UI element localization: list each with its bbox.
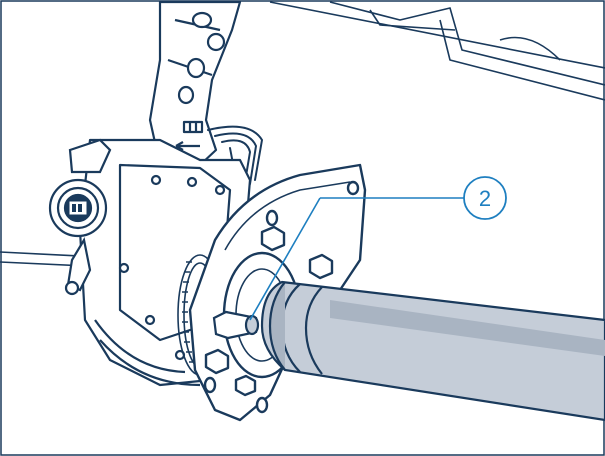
adjuster-bolt bbox=[212, 310, 260, 340]
axle-shaft bbox=[260, 280, 605, 422]
callout-circle bbox=[463, 176, 507, 220]
arrow-left-icon bbox=[175, 141, 200, 151]
window-marker-icon bbox=[182, 120, 204, 134]
stud-nut bbox=[204, 225, 334, 397]
upper-arm bbox=[148, 0, 242, 167]
callout-label: 2 bbox=[479, 186, 491, 211]
grease-fitting bbox=[48, 138, 112, 296]
callout-2: 2 bbox=[249, 176, 507, 321]
callout-leader bbox=[249, 197, 321, 321]
